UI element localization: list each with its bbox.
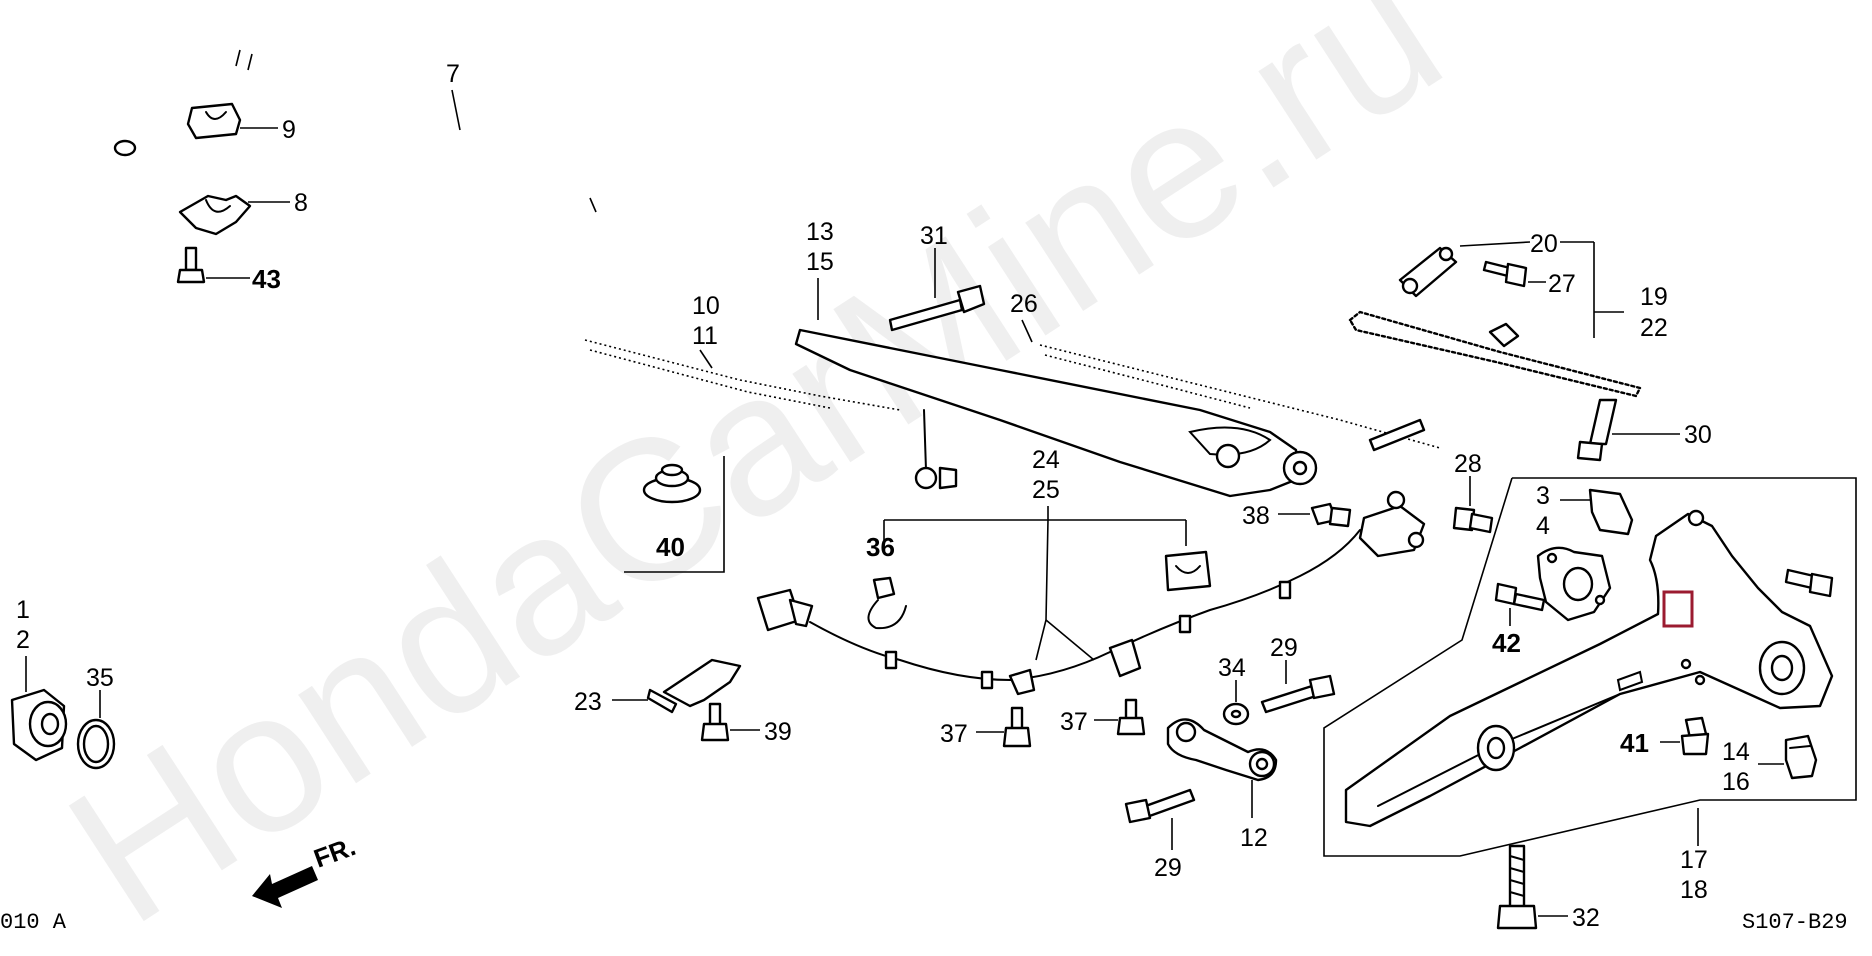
callout-17: 17 (1680, 846, 1708, 874)
callout-35: 35 (86, 664, 114, 692)
o-ring-35[interactable] (76, 718, 116, 770)
callout-18: 18 (1680, 876, 1708, 904)
callout-38: 38 (1242, 502, 1270, 530)
callout-8: 8 (294, 189, 308, 217)
trailing-link[interactable] (1348, 310, 1642, 398)
callout-37a: 37 (940, 720, 968, 748)
washer-34[interactable] (1222, 702, 1250, 726)
callout-20: 20 (1530, 230, 1558, 258)
flange-bolt-28[interactable] (1452, 506, 1494, 534)
lower-trailing-arm[interactable] (1344, 509, 1834, 828)
callout-43: 43 (252, 264, 281, 294)
callout-34: 34 (1218, 654, 1246, 682)
arm-bolt-ghost[interactable] (1368, 418, 1426, 452)
callout-30: 30 (1684, 421, 1712, 449)
callout-23: 23 (574, 688, 602, 716)
callout-14: 14 (1722, 738, 1750, 766)
bump-stop-mount[interactable] (642, 463, 702, 504)
callout-42: 42 (1492, 628, 1521, 658)
flange-bolt-37a[interactable] (1002, 706, 1032, 748)
upper-arm[interactable] (794, 328, 1318, 498)
callout-7: 7 (446, 60, 460, 88)
callout-16: 16 (1722, 768, 1750, 796)
hub-bearing-unit[interactable] (10, 688, 68, 762)
flange-bolt-43[interactable] (176, 246, 206, 284)
sensor-clip-36[interactable] (867, 576, 907, 630)
callout-28: 28 (1454, 450, 1482, 478)
lower-link-12[interactable] (1166, 718, 1278, 782)
flange-bolt-31[interactable] (888, 284, 986, 332)
stabilizer-bushing[interactable] (186, 102, 242, 140)
abs-sensor[interactable] (1358, 490, 1426, 558)
callout-9: 9 (282, 116, 296, 144)
callout-29b: 29 (1154, 854, 1182, 882)
callout-36: 36 (866, 532, 895, 562)
stabilizer-holder-bracket[interactable] (178, 194, 252, 236)
callout-24: 24 (1032, 446, 1060, 474)
stabilizer-link[interactable] (914, 409, 958, 490)
callout-29a: 29 (1270, 634, 1298, 662)
nut-41[interactable] (1680, 716, 1710, 756)
callout-26: 26 (1010, 290, 1038, 318)
trailing-link-bushing[interactable] (1398, 246, 1458, 298)
callout-15: 15 (806, 248, 834, 276)
callout-11: 11 (692, 322, 718, 350)
callout-10: 10 (692, 292, 720, 320)
figure-code: 010 A (0, 910, 67, 935)
bracket-3[interactable] (1588, 488, 1634, 536)
callout-39: 39 (764, 718, 792, 746)
callout-27: 27 (1548, 270, 1576, 298)
flange-bolt-32[interactable] (1496, 844, 1538, 930)
flange-bolt-upper-right[interactable] (1784, 568, 1834, 598)
callout-12: 12 (1240, 824, 1268, 852)
callout-1: 1 (16, 596, 30, 624)
cover-cap-14[interactable] (1784, 734, 1818, 780)
flange-bolt-37b[interactable] (1116, 698, 1146, 736)
knuckle-plate-4[interactable] (1536, 546, 1612, 622)
callout-32: 32 (1572, 904, 1600, 932)
sensor-harness-grommet[interactable] (1164, 550, 1212, 592)
flange-bolt-30[interactable] (1576, 398, 1618, 462)
flange-bolt-29a[interactable] (1260, 674, 1336, 714)
callout-4: 4 (1536, 512, 1550, 540)
callout-37b: 37 (1060, 708, 1088, 736)
callout-3: 3 (1536, 482, 1550, 510)
flange-bolt-29b[interactable] (1124, 788, 1196, 824)
diagram-code: S107-B29 (1742, 910, 1848, 935)
flange-bolt-27[interactable] (1482, 260, 1528, 288)
callout-13: 13 (806, 218, 834, 246)
callout-41: 41 (1620, 728, 1649, 758)
highlight-box[interactable] (1662, 590, 1694, 628)
sensor-bracket-23[interactable] (646, 658, 742, 714)
flange-bolt-42[interactable] (1494, 582, 1546, 612)
callout-22: 22 (1640, 314, 1668, 342)
stabilizer-bar[interactable] (113, 37, 660, 325)
flange-bolt-39[interactable] (700, 702, 730, 742)
callout-2: 2 (16, 626, 30, 654)
callout-40: 40 (656, 532, 685, 562)
flange-bolt-38[interactable] (1310, 502, 1352, 528)
callout-25: 25 (1032, 476, 1060, 504)
callout-19: 19 (1640, 283, 1668, 311)
abs-sensor-harness[interactable] (756, 529, 1361, 696)
callout-31: 31 (920, 222, 948, 250)
